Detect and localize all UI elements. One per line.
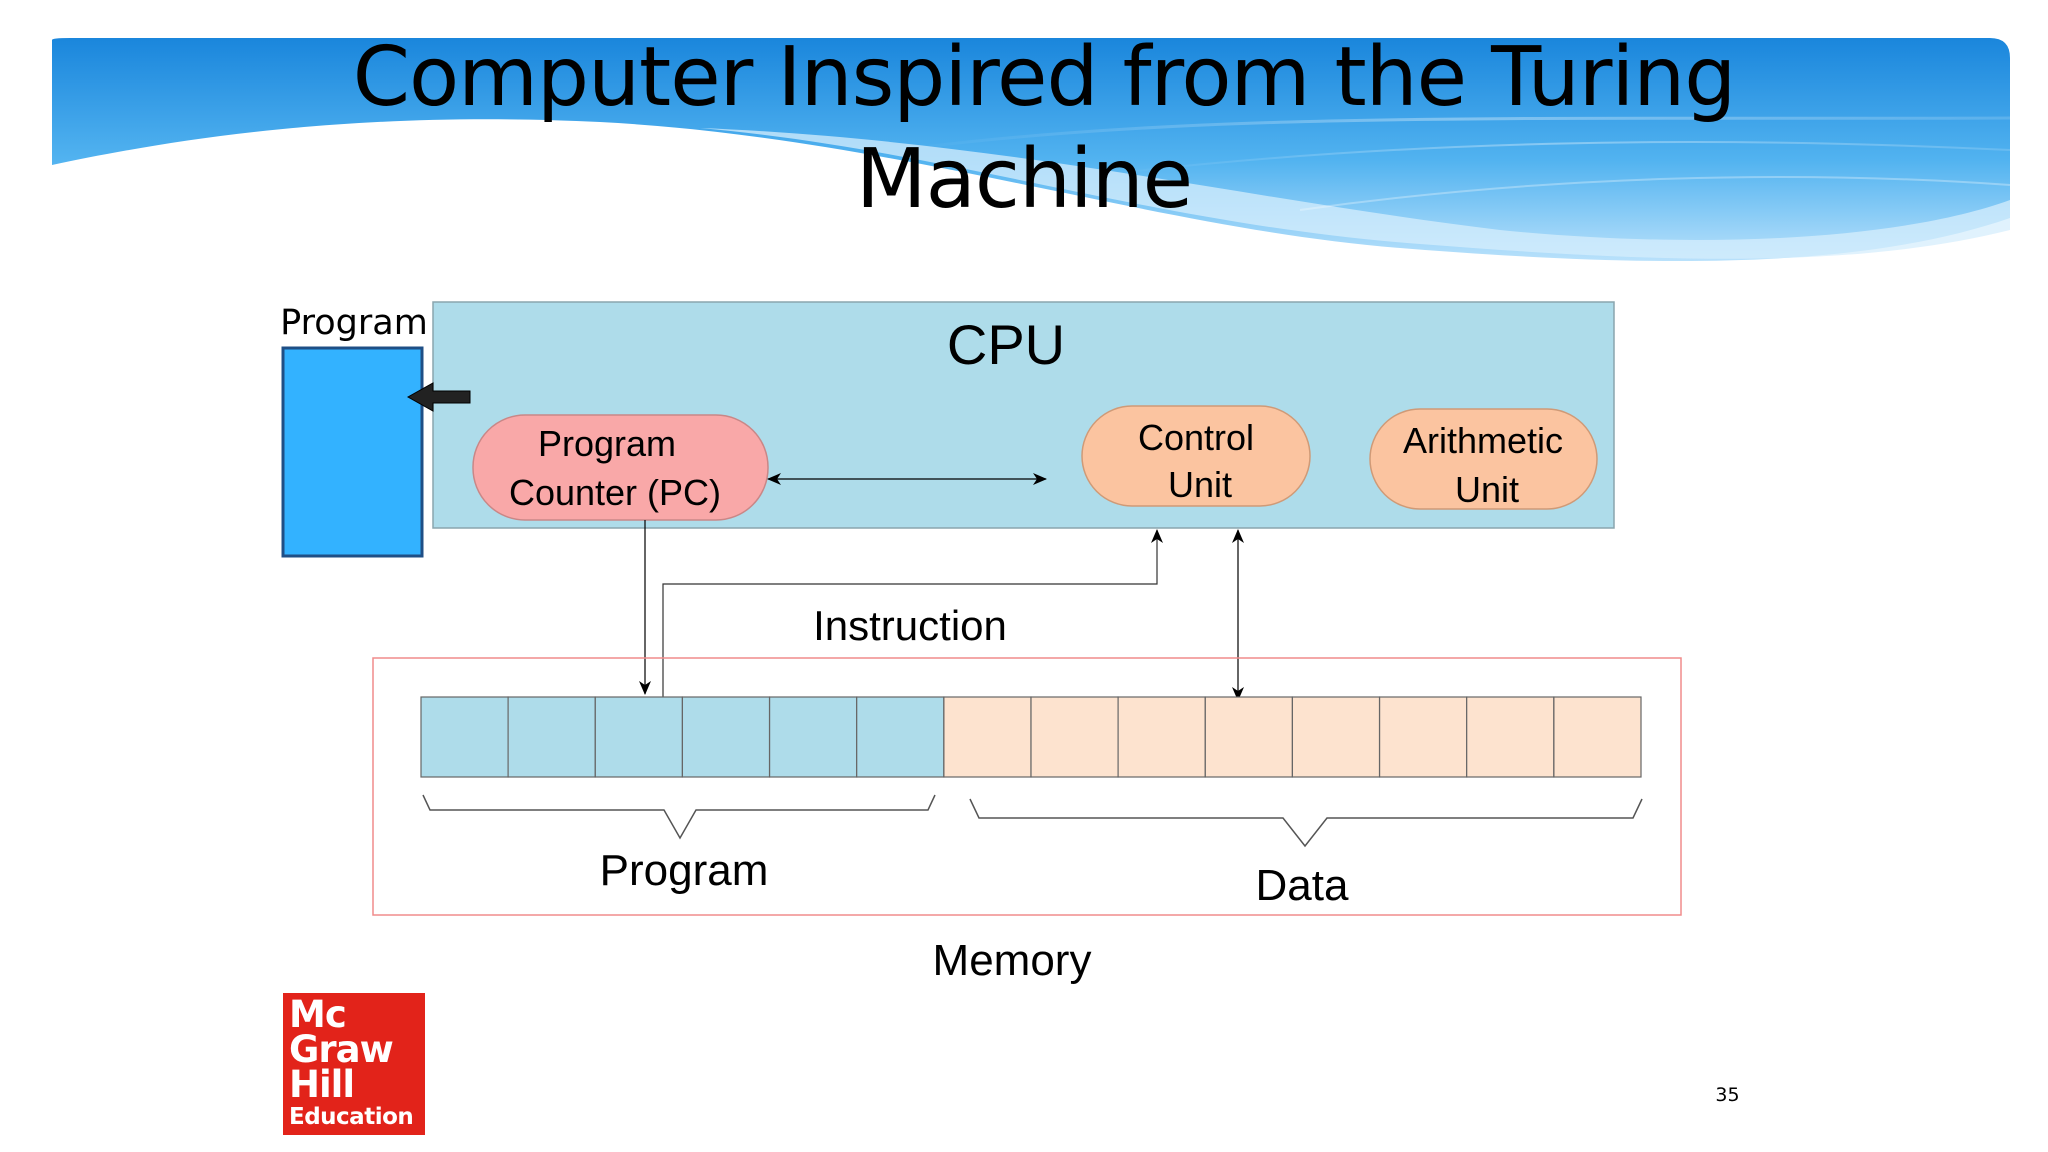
program-box bbox=[281, 346, 424, 558]
program-memory-cell bbox=[507, 696, 596, 778]
slide-title-line-2: Machine bbox=[855, 132, 1193, 227]
arithmetic-unit-label-1: Arithmetic bbox=[1403, 420, 1563, 461]
data-memory-cell bbox=[943, 696, 1032, 778]
logo-line-mc: Mc bbox=[289, 993, 347, 1036]
program-memory-cell bbox=[420, 696, 509, 778]
control-unit-label-1: Control bbox=[1138, 417, 1254, 458]
program-counter-label-2: Counter (PC) bbox=[509, 472, 721, 513]
data-memory-cell bbox=[1291, 696, 1381, 778]
instruction-label: Instruction bbox=[813, 602, 1007, 649]
program-memory-cell bbox=[768, 696, 858, 778]
data-memory-cell bbox=[1204, 696, 1294, 778]
data-memory-cell bbox=[1378, 696, 1468, 778]
data-brace bbox=[969, 798, 1643, 848]
program-counter-box bbox=[472, 414, 769, 521]
load-program-arrow bbox=[406, 382, 471, 412]
program-brace bbox=[422, 794, 936, 840]
control-unit-label-2: Unit bbox=[1168, 464, 1232, 505]
logo-line-hill: Hill bbox=[289, 1063, 355, 1106]
instruction-path bbox=[662, 529, 1163, 730]
program-memory-cell bbox=[856, 696, 945, 778]
data-memory-cell bbox=[1030, 696, 1119, 778]
memory-label: Memory bbox=[933, 936, 1092, 985]
arithmetic-unit-label-2: Unit bbox=[1455, 469, 1519, 510]
program-counter-label-1: Program bbox=[538, 423, 676, 464]
memory-cells bbox=[420, 696, 1642, 778]
page-number: 35 bbox=[1715, 1084, 1740, 1106]
memory-program-label: Program bbox=[600, 846, 769, 895]
control-unit-box bbox=[1081, 405, 1311, 507]
memory-frame bbox=[372, 657, 1682, 916]
program-memory-cell bbox=[594, 696, 683, 778]
memory-data-label: Data bbox=[1256, 861, 1349, 910]
program-memory-cell bbox=[681, 696, 771, 778]
logo-line-education: Education bbox=[289, 1104, 414, 1130]
arithmetic-unit-box bbox=[1369, 408, 1598, 510]
slide-title-line-1: Computer Inspired from the Turing bbox=[352, 30, 1737, 125]
cpu-label: CPU bbox=[947, 313, 1065, 376]
data-memory-cell bbox=[1466, 696, 1555, 778]
mcgraw-hill-logo: Mc Graw Hill Education bbox=[283, 993, 425, 1135]
data-memory-cell bbox=[1553, 696, 1642, 778]
data-memory-cell bbox=[1117, 696, 1206, 778]
program-label: Program bbox=[280, 303, 428, 343]
logo-line-graw: Graw bbox=[289, 1028, 394, 1071]
